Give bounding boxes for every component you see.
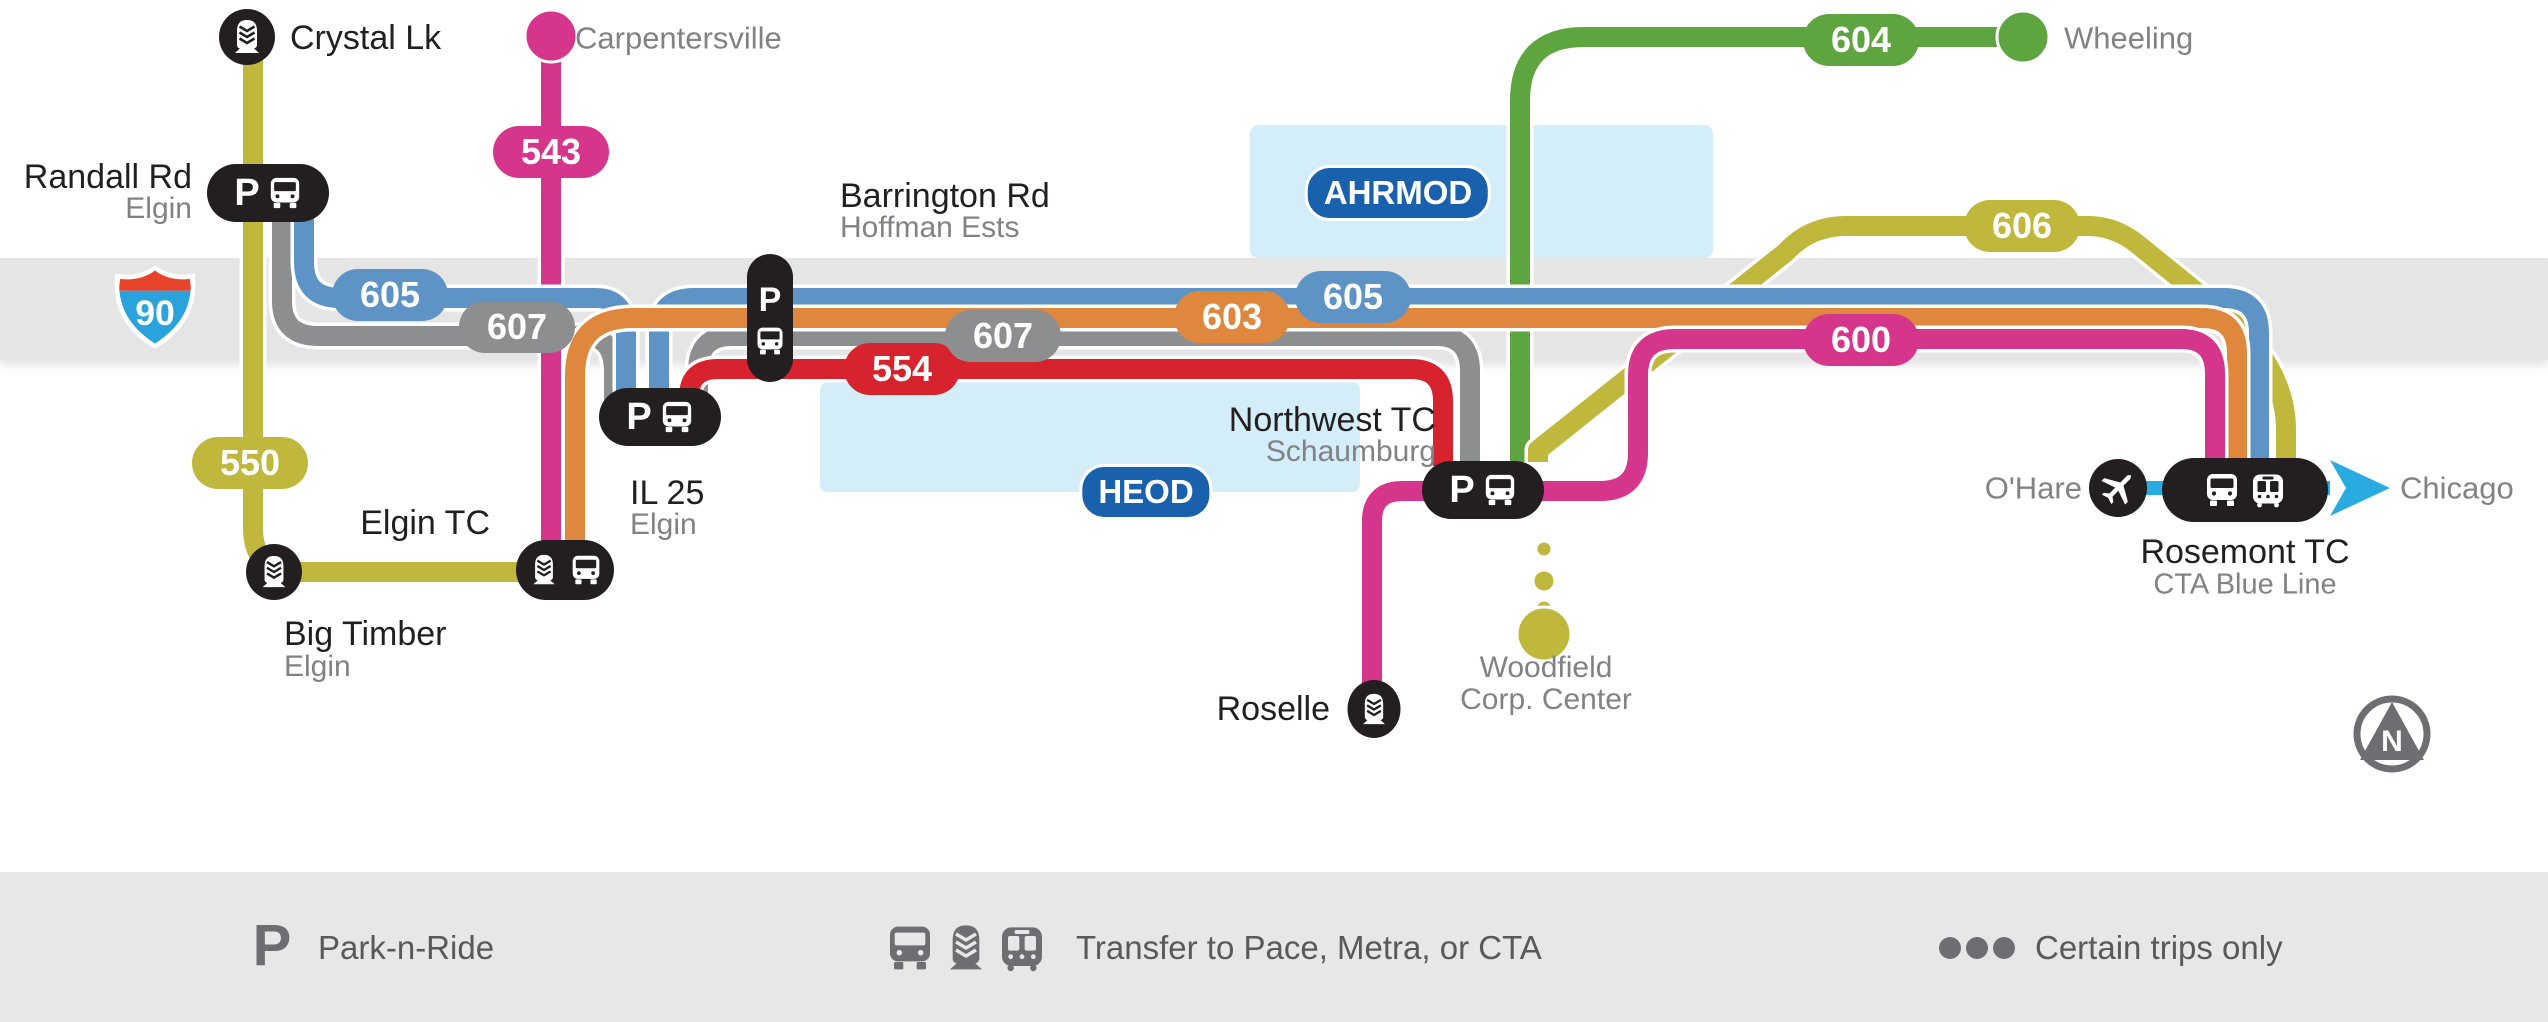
- bus-icon: [570, 554, 602, 586]
- badge-600: 600: [1803, 314, 1919, 366]
- legend-metra-icon: [942, 924, 990, 972]
- bus-icon: [268, 176, 302, 210]
- big-timber-city: Elgin: [284, 650, 351, 683]
- metra-train-icon: [528, 554, 560, 586]
- compass-north-icon: N: [2353, 695, 2431, 773]
- legend-dots-icon: [1966, 937, 1988, 959]
- bus-icon: [1483, 473, 1517, 507]
- randall-rd-city: Elgin: [125, 192, 192, 225]
- i90-shield-icon: 90: [114, 265, 196, 349]
- il25-label: IL 25: [630, 474, 705, 512]
- badge-543: 543: [493, 126, 609, 178]
- northwest-tc-city: Schaumburg: [1265, 435, 1436, 468]
- route-606-certain-trips-dots: [1515, 539, 1573, 663]
- woodfield-terminus: [1515, 605, 1573, 663]
- badge-604: 604: [1803, 14, 1919, 66]
- barrington-rd-park-n-ride-marker: P: [747, 254, 793, 382]
- airplane-icon: [2098, 468, 2138, 508]
- badge-605-east: 605: [1295, 271, 1411, 323]
- bus-icon: [755, 326, 785, 356]
- legend-cta-icon: [998, 924, 1046, 972]
- northwest-tc-label: Northwest TC: [1228, 401, 1436, 439]
- badge-550: 550: [192, 437, 308, 489]
- elgin-tc-label: Elgin TC: [360, 504, 490, 542]
- carpentersville-label: Carpentersville: [575, 20, 782, 56]
- svg-text:N: N: [2381, 725, 2403, 758]
- svg-text:90: 90: [135, 293, 175, 333]
- ohare-airport-marker: [2089, 459, 2147, 517]
- metra-train-icon: [1358, 693, 1391, 726]
- route-607-line-west: [272, 212, 624, 404]
- park-n-ride-p: P: [626, 395, 652, 438]
- cta-train-icon: [2250, 472, 2286, 508]
- legend-park-n-ride-label: Park-n-Ride: [318, 929, 495, 966]
- rosemont-tc-sub: CTA Blue Line: [2153, 568, 2337, 601]
- legend-p-icon: P: [252, 913, 292, 978]
- legend-dots-icon: [1939, 937, 1961, 959]
- route-603-line: [565, 308, 2247, 548]
- legend-dots-icon: [1993, 937, 2015, 959]
- ohare-label: O'Hare: [1984, 470, 2082, 506]
- barrington-rd-city: Hoffman Ests: [840, 211, 1020, 244]
- park-n-ride-p: P: [1449, 468, 1475, 511]
- badge-554: 554: [844, 343, 960, 395]
- route-607-line-east: [688, 326, 1480, 466]
- legend-certain-trips-label: Certain trips only: [2035, 929, 2283, 966]
- chicago-label: Chicago: [2400, 470, 2514, 506]
- woodfield-label-line2: Corp. Center: [1460, 683, 1632, 716]
- park-n-ride-p: P: [234, 171, 260, 214]
- roselle-metra-marker: [1347, 680, 1401, 738]
- route-554-line: [679, 359, 1453, 466]
- badge-605-west: 605: [332, 269, 448, 321]
- big-timber-label: Big Timber: [284, 615, 447, 653]
- legend-band: [0, 872, 2548, 1022]
- randall-rd-label: Randall Rd: [23, 158, 192, 196]
- legend-transfer-label: Transfer to Pace, Metra, or CTA: [1076, 929, 1542, 966]
- bus-icon: [2204, 472, 2240, 508]
- heod-badge: HEOD: [1079, 464, 1213, 520]
- ahrmod-badge: AHRMOD: [1304, 165, 1492, 221]
- crystal-lk-label: Crystal Lk: [290, 19, 442, 57]
- barrington-rd-label: Barrington Rd: [840, 177, 1050, 215]
- route-600-line: [1362, 329, 2225, 697]
- big-timber-metra-marker: [246, 544, 302, 600]
- northwest-tc-park-n-ride-marker: P: [1422, 461, 1544, 519]
- il25-park-n-ride-marker: P: [599, 388, 721, 446]
- metra-train-icon: [229, 19, 265, 55]
- metra-train-icon: [257, 555, 291, 589]
- randall-rd-park-n-ride-marker: P: [207, 164, 329, 222]
- rosemont-tc-transfer-marker: [2162, 458, 2328, 522]
- badge-603: 603: [1174, 291, 1290, 343]
- badge-607-east: 607: [945, 310, 1061, 362]
- woodfield-label-line1: Woodfield: [1479, 651, 1613, 684]
- roselle-label: Roselle: [1216, 690, 1330, 728]
- park-n-ride-p: P: [758, 280, 782, 319]
- rosemont-tc-label: Rosemont TC: [2140, 533, 2350, 571]
- wheeling-terminus: [1995, 9, 2051, 65]
- carpentersville-terminus: [523, 8, 579, 64]
- wheeling-label: Wheeling: [2064, 20, 2194, 56]
- il25-city: Elgin: [630, 508, 697, 541]
- legend-bus-icon: [886, 924, 934, 972]
- route-606-line: [1528, 216, 2296, 468]
- route-604-line: [1510, 27, 1999, 462]
- badge-606: 606: [1964, 200, 2080, 252]
- bus-icon: [660, 400, 694, 434]
- badge-607-west: 607: [459, 301, 575, 353]
- elgin-tc-transfer-marker: [516, 540, 614, 600]
- chicago-arrow-icon: [2330, 460, 2390, 516]
- crystal-lk-metra-marker: [219, 9, 275, 65]
